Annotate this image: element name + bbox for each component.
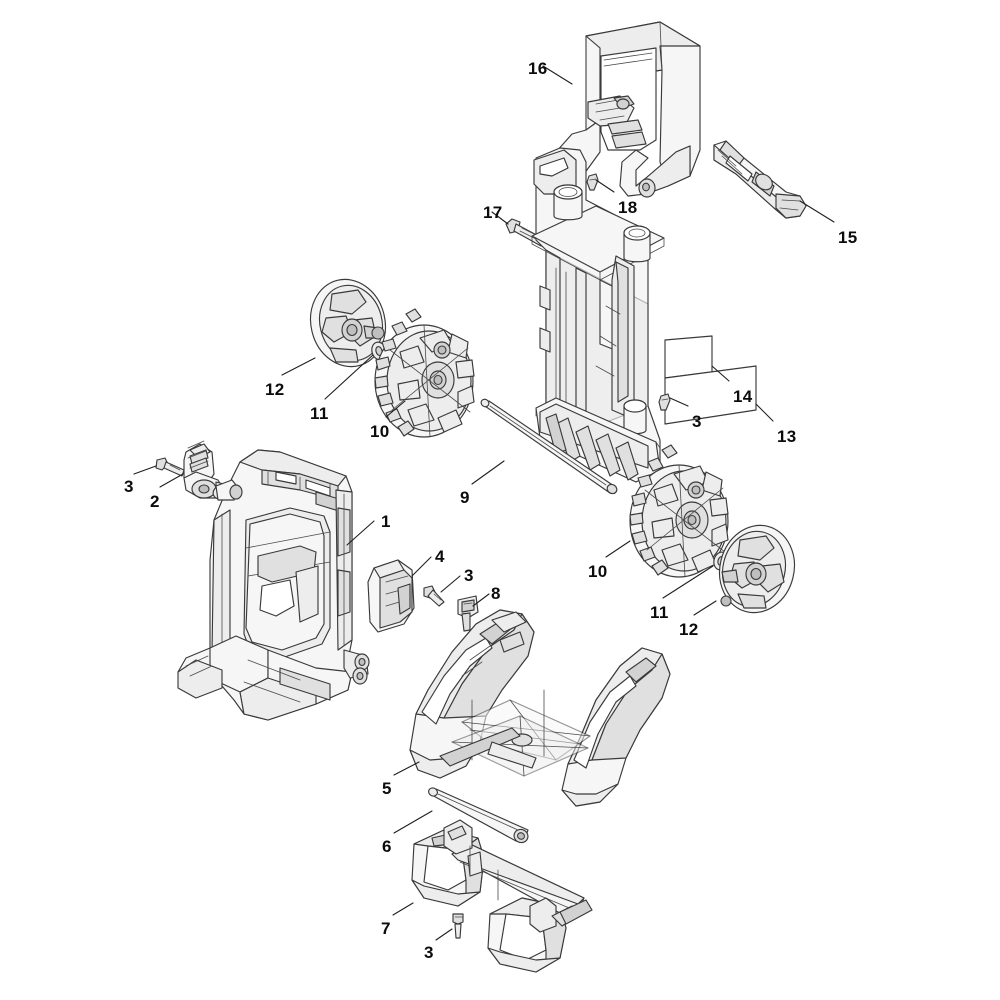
part-screw-3b — [423, 585, 445, 607]
leader-5 — [393, 761, 420, 776]
part-wheel-right — [629, 444, 729, 578]
part-hub-cap-left — [309, 278, 387, 368]
part-screw-3c — [452, 913, 464, 939]
leader-3b — [440, 575, 461, 593]
leader-10b — [605, 540, 631, 558]
part-base-cradle — [409, 609, 671, 807]
leader-17 — [491, 211, 509, 225]
part-hub-cap-right — [718, 524, 796, 614]
leader-12b — [693, 600, 717, 616]
part-screw-3a — [155, 457, 185, 477]
leader-16 — [542, 65, 573, 85]
callout-axle-washer-right: 11 — [650, 603, 669, 622]
leader-12a — [281, 357, 316, 376]
leader-18 — [595, 179, 615, 193]
leader-3d — [669, 397, 689, 407]
callout-screw: 3 — [124, 477, 134, 496]
callout-latch-lever: 2 — [150, 492, 160, 511]
callout-pin-screw: 18 — [618, 198, 638, 217]
part-side-cover — [367, 559, 415, 633]
leader-6 — [393, 810, 433, 834]
part-pin-screw — [586, 173, 599, 191]
leader-14 — [711, 365, 730, 382]
leader-1 — [346, 520, 375, 546]
leader-7 — [392, 902, 414, 916]
leader-11a — [324, 354, 374, 400]
leader-15 — [799, 200, 835, 223]
callout-carry-handle: 16 — [528, 59, 548, 78]
part-lance-holder-rail — [713, 140, 807, 219]
part-rating-label-small — [664, 335, 713, 379]
part-lower-base-foot — [411, 819, 593, 973]
callout-hub-cap-right: 12 — [679, 620, 699, 639]
callout-rating-label-small: 14 — [733, 387, 753, 406]
callout-lower-base-foot: 7 — [381, 919, 391, 938]
callout-screw: 3 — [424, 943, 434, 962]
leader-13 — [755, 403, 774, 422]
callout-cross-tube: 6 — [382, 837, 392, 856]
part-main-housing-shroud — [177, 449, 370, 721]
callout-wheel-right: 10 — [588, 562, 608, 581]
leader-3c — [435, 928, 453, 941]
callout-side-cover: 4 — [435, 547, 445, 566]
leader-10a — [385, 400, 406, 418]
leader-9 — [471, 460, 505, 485]
callout-axle-rod: 9 — [460, 488, 470, 507]
part-screw-3d — [658, 393, 671, 411]
leader-3a — [133, 465, 157, 475]
callout-retaining-clip: 8 — [491, 584, 501, 603]
callout-long-bolt: 17 — [483, 203, 503, 222]
callout-axle-washer-left: 11 — [310, 404, 329, 423]
callout-screw: 3 — [464, 566, 474, 585]
callout-wheel-left: 10 — [370, 422, 390, 441]
callout-screw: 3 — [692, 412, 702, 431]
leader-11b — [662, 565, 714, 599]
callout-lance-holder-rail: 15 — [838, 228, 858, 247]
leader-4 — [411, 556, 432, 577]
leader-lines — [133, 65, 835, 941]
part-wheel-left — [374, 308, 475, 438]
part-central-frame — [531, 147, 665, 483]
callout-hub-cap-left: 12 — [265, 380, 285, 399]
part-axle-rod — [480, 398, 618, 495]
callout-base-cradle: 5 — [382, 779, 392, 798]
callout-main-housing-shroud: 1 — [381, 512, 391, 531]
part-cross-tube — [428, 787, 529, 844]
part-retaining-clip — [457, 595, 479, 632]
callout-rating-label-large: 13 — [777, 427, 797, 446]
leader-8 — [472, 593, 490, 607]
leader-2 — [159, 473, 184, 488]
